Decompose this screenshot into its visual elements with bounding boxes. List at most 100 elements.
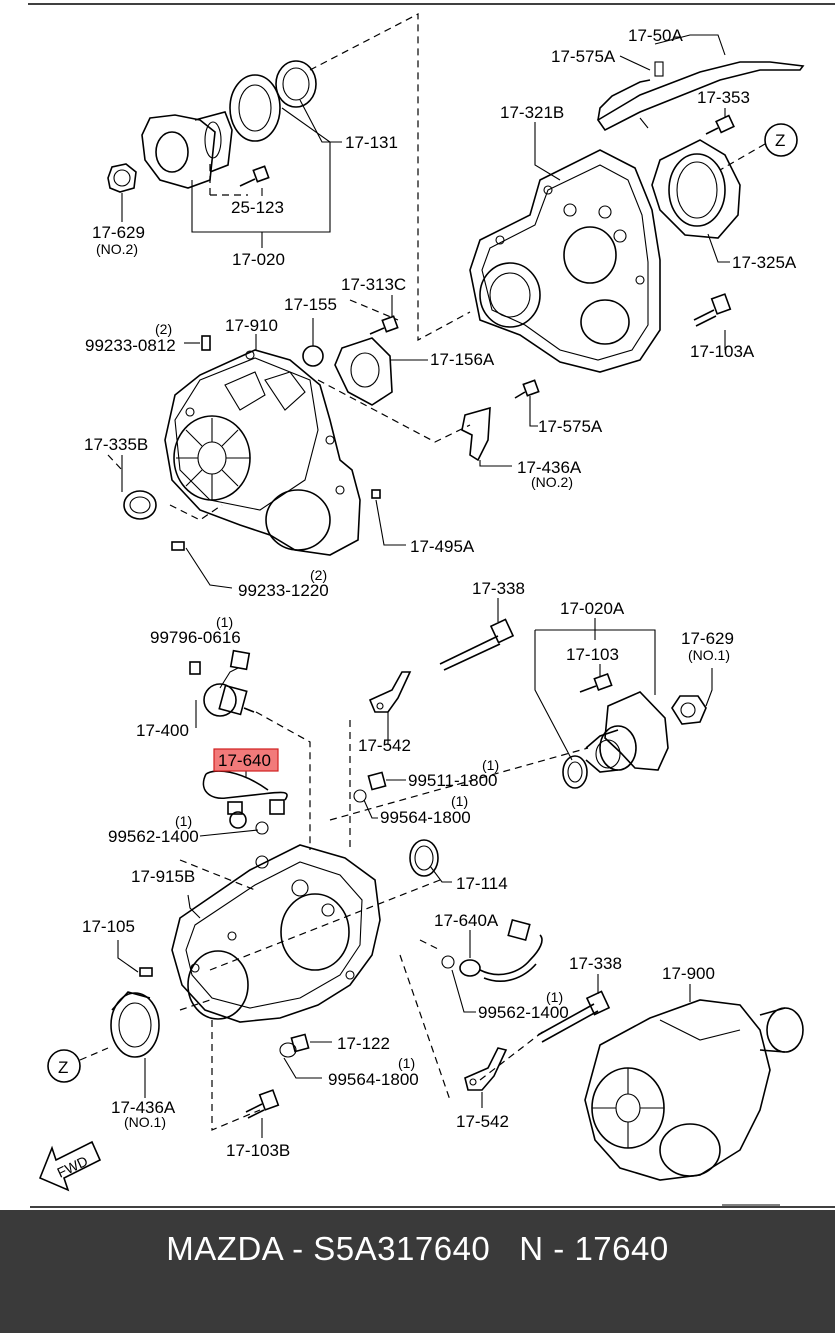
bolt-17-103a bbox=[693, 293, 732, 327]
pin-17-495a bbox=[371, 489, 406, 546]
label-99233-0812: 99233-0812 bbox=[85, 336, 176, 355]
label-99233-1220-qty: (2) bbox=[310, 567, 327, 583]
label-99233-0812-qty: (2) bbox=[155, 321, 172, 337]
label-z-bottom: Z bbox=[58, 1058, 68, 1077]
label-17-542-top: 17-542 bbox=[358, 736, 411, 755]
label-17-020: 17-020 bbox=[232, 250, 285, 269]
pin-99233-1220 bbox=[171, 541, 233, 589]
rear-cover-17-321b bbox=[469, 149, 661, 373]
label-17-338-bottom: 17-338 bbox=[569, 954, 622, 973]
label-17-156a: 17-156A bbox=[430, 350, 495, 369]
label-17-629-no1: 17-629 bbox=[681, 629, 734, 648]
companion-flange-17-020 bbox=[141, 111, 233, 189]
footer-bar: MAZDA - S5A317640 N - 17640 bbox=[0, 1210, 835, 1333]
case-17-915b bbox=[171, 844, 381, 1023]
leaders-top-left bbox=[121, 99, 342, 248]
label-17-155: 17-155 bbox=[284, 295, 337, 314]
z-marker-top bbox=[719, 123, 798, 171]
transfer-assembly-17-900 bbox=[584, 984, 804, 1206]
bolt-17-313c bbox=[369, 295, 399, 335]
label-99562-1400-top: 99562-1400 bbox=[108, 827, 199, 846]
switch-17-400 bbox=[189, 649, 255, 728]
label-17-325a: 17-325A bbox=[732, 253, 797, 272]
label-17-640a: 17-640A bbox=[434, 911, 499, 930]
label-17-400: 17-400 bbox=[136, 721, 189, 740]
nut-17-629-no1 bbox=[671, 668, 713, 725]
highlight-box-17-640 bbox=[213, 748, 279, 772]
label-99564-1800-top: 99564-1800 bbox=[380, 808, 471, 827]
bolt-25-123 bbox=[239, 165, 270, 187]
label-17-103b: 17-103B bbox=[226, 1141, 290, 1160]
plug-17-122 bbox=[279, 1033, 332, 1079]
gasket-17-156a bbox=[334, 337, 393, 406]
gasket-17-325a bbox=[651, 139, 741, 239]
label-17-900: 17-900 bbox=[662, 964, 715, 983]
label-17-640: 17-640 bbox=[218, 751, 271, 770]
label-17-313c: 17-313C bbox=[341, 275, 406, 294]
label-17-338-top: 17-338 bbox=[472, 579, 525, 598]
bracket-17-436a-no2 bbox=[461, 406, 512, 467]
sensor-17-640a bbox=[441, 918, 543, 1013]
dashed-assembly-lines bbox=[107, 13, 471, 521]
bolt-17-353 bbox=[705, 114, 735, 135]
bracket-17-50a bbox=[596, 61, 805, 132]
label-17-131: 17-131 bbox=[345, 133, 398, 152]
label-99562-1400-top-qty: (1) bbox=[175, 813, 192, 829]
label-17-335b: 17-335B bbox=[84, 435, 148, 454]
part-number-caption: MAZDA - S5A317640 N - 17640 bbox=[166, 1230, 669, 1267]
seal-17-114 bbox=[409, 839, 452, 883]
dashed-lower bbox=[79, 711, 589, 1131]
label-17-495a: 17-495A bbox=[410, 537, 475, 556]
stud-17-338-top bbox=[439, 598, 515, 671]
label-17-575a-top: 17-575A bbox=[551, 47, 616, 66]
label-no1-a: (NO.1) bbox=[688, 647, 730, 663]
z-marker-bottom bbox=[47, 1049, 81, 1083]
label-fwd: FWD bbox=[55, 1153, 91, 1181]
fwd-arrow-icon bbox=[38, 1140, 102, 1192]
bolt-17-103b bbox=[245, 1089, 280, 1138]
flange-17-020a bbox=[562, 691, 669, 789]
label-17-436a-no2: 17-436A bbox=[517, 458, 582, 477]
label-99564-1800-bottom-qty: (1) bbox=[398, 1055, 415, 1071]
stud-17-338-bottom bbox=[537, 974, 611, 1043]
label-99233-1220: 99233-1220 bbox=[238, 581, 329, 600]
label-17-122: 17-122 bbox=[337, 1034, 390, 1053]
label-99796-0616: 99796-0616 bbox=[150, 628, 241, 647]
nut-17-629-no2 bbox=[107, 163, 137, 193]
label-99564-1800-bottom: 99564-1800 bbox=[328, 1070, 419, 1089]
seal-17-436a-no1 bbox=[110, 991, 160, 1098]
leaders-17-020a bbox=[534, 618, 656, 761]
label-17-575a-mid: 17-575A bbox=[538, 417, 603, 436]
pin-17-105 bbox=[117, 940, 153, 977]
label-17-321b: 17-321B bbox=[500, 103, 564, 122]
seal-17-155 bbox=[302, 318, 324, 367]
label-25-123: 25-123 bbox=[231, 198, 284, 217]
label-99511-1800-qty: (1) bbox=[482, 757, 499, 773]
label-17-436a-no1: 17-436A bbox=[111, 1098, 176, 1117]
pin-99233-0812 bbox=[184, 335, 211, 351]
sensor-17-640 bbox=[199, 770, 288, 837]
bolt-17-575a-mid bbox=[514, 379, 540, 427]
label-99511-1800: 99511-1800 bbox=[408, 771, 498, 790]
label-99562-1400-bottom-qty: (1) bbox=[546, 989, 563, 1005]
label-17-114: 17-114 bbox=[456, 874, 508, 893]
transfer-case-exploded-view: 17-50A 17-575A 17-353 17-321B 17-131 25-… bbox=[28, 3, 835, 1208]
label-no1-b: (NO.1) bbox=[124, 1114, 166, 1130]
parts-diagram: 17-50A 17-575A 17-353 17-321B 17-131 25-… bbox=[28, 3, 835, 1208]
bolt-17-103 bbox=[579, 664, 613, 693]
seal-17-335b bbox=[121, 455, 157, 520]
label-99564-1800-top-qty: (1) bbox=[451, 793, 468, 809]
label-17-542-bottom: 17-542 bbox=[456, 1112, 509, 1131]
label-no2-b: (NO.2) bbox=[531, 474, 573, 490]
transfer-case-17-910 bbox=[164, 349, 361, 556]
label-17-915b: 17-915B bbox=[131, 867, 195, 886]
label-z-top: Z bbox=[775, 131, 785, 150]
leaders-mid bbox=[255, 34, 730, 361]
label-17-353: 17-353 bbox=[697, 88, 750, 107]
bracket-17-542-bottom bbox=[464, 1047, 508, 1108]
bracket-17-542-top bbox=[368, 671, 412, 745]
plug-99511-1800 bbox=[353, 771, 406, 819]
label-99562-1400-bottom: 99562-1400 bbox=[478, 1003, 569, 1022]
label-17-105: 17-105 bbox=[82, 917, 135, 936]
oil-seal-17-131 bbox=[229, 60, 317, 142]
